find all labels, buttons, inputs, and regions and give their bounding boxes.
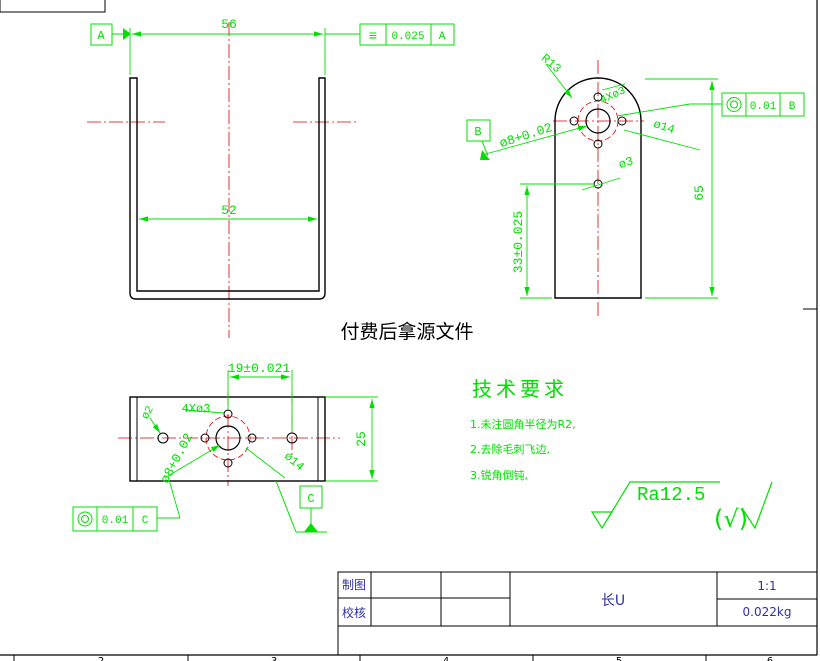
title-checked-label: 校核 — [342, 605, 366, 620]
title-part-name: 长U — [601, 593, 625, 609]
surface-finish: Ra12.5 (√) — [590, 481, 773, 533]
dim-o3-side-label: ø3 — [617, 154, 635, 172]
concentricity-icon — [77, 511, 93, 527]
front-view: 56 52 A ≡ 0.025 A — [87, 17, 455, 338]
fcf-concentricity-c: 0.01 C — [72, 506, 158, 532]
dim-bore-top-label: ø8+0.02 — [157, 431, 196, 486]
dim-o14-side-label: ø14 — [651, 117, 676, 137]
dim-56-label: 56 — [221, 17, 237, 32]
title-drawn-label: 制图 — [342, 578, 366, 592]
datum-a-label: A — [97, 29, 105, 43]
title-weight: 0.022kg — [743, 605, 792, 619]
zone-number: 2 — [98, 656, 104, 661]
title-scale: 1:1 — [757, 579, 776, 593]
dim-25-label: 25 — [354, 431, 369, 447]
fcf-symmetry: ≡ 0.025 A — [359, 23, 455, 46]
fcf-c-datum: C — [142, 515, 149, 527]
fcf-b-value: 0.01 — [750, 101, 777, 113]
dim-o14-top-label: ø14 — [281, 449, 307, 474]
dim-33-label: 33±0.025 — [511, 211, 526, 273]
tech-title: 技术要求 — [472, 377, 568, 401]
watermark-text: 付费后拿源文件 — [340, 320, 473, 343]
surface-finish-value: Ra12.5 — [637, 484, 705, 506]
datum-b-label: B — [474, 125, 481, 139]
top-view: 19±0.021 25 4Xø3 ø2 ø8+0.02 ø14 C 0.01 C — [72, 361, 378, 533]
fcf-symmetry-value: 0.025 — [391, 31, 424, 43]
dim-65-label: 65 — [692, 185, 707, 201]
concentricity-icon — [726, 97, 742, 112]
zone-number: 4 — [443, 656, 449, 661]
tech-item-2: 2.去除毛刺飞边, — [470, 442, 550, 456]
tech-requirements: 技术要求 1.未注圆角半径为R2, 2.去除毛刺飞边, 3.锐角倒钝, — [470, 377, 576, 482]
symmetry-icon: ≡ — [369, 29, 377, 45]
dim-holes-top-label: 4Xø3 — [182, 402, 211, 416]
zone-number: 3 — [271, 656, 277, 661]
zone-strip: 2 3 4 5 6 — [13, 655, 773, 661]
fcf-c-value: 0.01 — [102, 515, 129, 527]
datum-b-box: B — [466, 119, 491, 160]
dim-52-label: 52 — [221, 203, 237, 218]
tech-item-1: 1.未注圆角半径为R2, — [470, 417, 576, 431]
datum-c-box: C — [275, 480, 327, 533]
fcf-symmetry-datum: A — [439, 31, 446, 43]
zone-number: 6 — [767, 656, 773, 661]
datum-c-label: C — [307, 492, 314, 506]
dim-r13-label: R13 — [538, 51, 564, 76]
zone-number: 5 — [616, 656, 622, 661]
title-block — [337, 571, 818, 656]
surface-finish-other: (√) — [714, 505, 748, 533]
dim-bore-side-label: ø8+0.02 — [498, 120, 555, 151]
datum-a-box: A — [90, 23, 131, 46]
fcf-concentricity-b: 0.01 B — [721, 92, 805, 117]
side-view: 65 33±0.025 R13 4Xø3 ø8+0.02 ø14 ø3 B 0.… — [466, 51, 805, 318]
tech-item-3: 3.锐角倒钝, — [470, 468, 528, 482]
dim-19-label: 19±0.021 — [228, 361, 291, 376]
fcf-b-datum: B — [789, 101, 796, 113]
dim-holes-side-label: 4Xø3 — [599, 85, 628, 107]
dim-o2-label: ø2 — [140, 404, 157, 421]
